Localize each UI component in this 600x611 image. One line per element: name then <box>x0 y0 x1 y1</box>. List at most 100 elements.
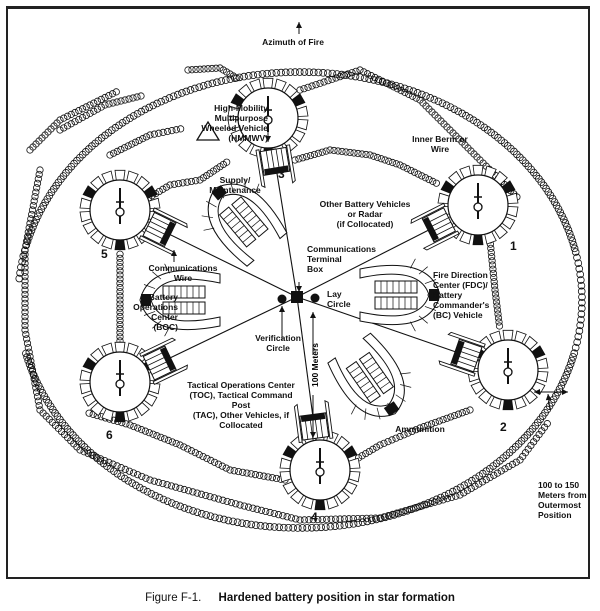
battery-operations-center-label: Battery Operations Center (BOC) <box>133 292 178 332</box>
communications-terminal-box <box>291 291 303 303</box>
verification-circle-label: Verification Circle <box>255 333 301 353</box>
howitzer-position-2 <box>438 329 549 411</box>
figure-frame <box>6 6 590 579</box>
position-1-number: 1 <box>510 239 517 253</box>
howitzer-position-6 <box>79 337 188 423</box>
howitzer-body-icon <box>263 115 273 125</box>
fdc-vehicles <box>359 258 441 332</box>
bay-wall <box>447 331 486 348</box>
outer-distance-pointer-arrow <box>545 393 552 411</box>
bay-wall <box>152 207 188 229</box>
hundred-meters-down-arrow <box>310 395 316 438</box>
howitzer-position-4 <box>279 399 361 511</box>
berm-block <box>211 185 228 201</box>
berm-segment <box>262 77 274 89</box>
triangle-marker-icon <box>195 120 221 141</box>
berm-segment <box>114 341 126 353</box>
inner-berm-label: Inner Berm or Wire <box>412 134 468 154</box>
bay-wall <box>324 399 334 439</box>
lay-circle-label: Lay Circle <box>327 289 351 309</box>
berm-segment <box>472 234 484 246</box>
hmmwv-bay <box>410 202 460 251</box>
hundred-meters-up-arrow <box>310 312 316 355</box>
vehicle-cab-icon <box>159 346 176 372</box>
other-vehicles-label: Other Battery Vehicles or Radar (if Coll… <box>319 199 411 229</box>
horseshoe-berm <box>207 183 288 267</box>
position-6-number: 6 <box>106 428 113 442</box>
verification-circle <box>277 294 287 304</box>
arrowhead-icon <box>265 136 271 142</box>
hmmwv-bay <box>255 144 296 189</box>
hmmwv-bay <box>138 207 188 255</box>
boc-vehicles <box>139 263 221 337</box>
berm-segment <box>114 239 126 251</box>
figure-number: Figure F-1. <box>145 592 202 604</box>
supply-maintenance-vehicles <box>201 179 288 267</box>
arrowhead-icon <box>310 432 316 438</box>
distance-left-arrow <box>534 389 545 395</box>
fdc-label: Fire Direction Center (FDC)/ Battery Com… <box>433 270 490 320</box>
berm-block <box>141 294 151 306</box>
bay-wall <box>293 403 303 444</box>
hundred-meters-label: 100 Meters <box>310 343 320 387</box>
comm-wire-arrow <box>171 250 177 262</box>
hmmwv-arrow <box>265 127 271 142</box>
support-vehicles <box>139 179 441 420</box>
terminal-box-arrow <box>296 282 302 292</box>
howitzer-body-icon <box>503 367 513 377</box>
vehicle-icon <box>231 196 269 238</box>
arrowhead-icon <box>279 306 285 312</box>
howitzer-position-3 <box>227 77 309 189</box>
arrowhead-icon <box>296 286 302 292</box>
arrowhead-icon <box>296 22 302 28</box>
vehicle-icon <box>358 351 395 395</box>
howitzer-body-icon <box>473 202 483 212</box>
vehicle-cab-icon <box>264 165 289 176</box>
hmmwv-bay <box>139 337 188 385</box>
bay-wall <box>410 202 446 225</box>
wire-layer <box>15 64 586 532</box>
vehicle-cab-icon <box>451 340 465 365</box>
annotation-arrows <box>171 22 568 438</box>
howitzer-body-icon <box>315 467 325 477</box>
berm-segment <box>114 169 126 181</box>
inner-wire-4-to-6 <box>85 409 289 484</box>
azimuth-arrow <box>296 22 302 34</box>
howitzer-body-icon <box>115 207 125 217</box>
horseshoe-berm <box>327 332 405 417</box>
vehicle-cab-icon <box>159 221 176 246</box>
berm-segment <box>472 164 484 176</box>
arrowhead-icon <box>534 389 540 395</box>
bay-wall <box>286 144 296 184</box>
berm-segment <box>502 329 514 341</box>
arrowhead-icon <box>310 312 316 318</box>
azimuth-of-fire-label: Azimuth of Fire <box>262 37 324 47</box>
berm-segment <box>114 411 126 423</box>
vehicle-icon <box>162 301 206 315</box>
inner-berm-outer-loop <box>21 166 551 524</box>
bay-wall <box>422 230 460 251</box>
ammunition-vehicles <box>327 332 412 420</box>
hmmwv-bay <box>293 399 334 444</box>
inner-wire-top-left <box>184 64 241 82</box>
bay-wall <box>438 360 476 377</box>
position-3-number: 3 <box>278 167 285 181</box>
outer-wire-segment <box>26 88 120 154</box>
position-2-number: 2 <box>500 420 507 434</box>
distance-right-arrow <box>545 389 568 395</box>
lay-circle <box>310 293 320 303</box>
arrowhead-icon <box>545 394 552 401</box>
position-5-number: 5 <box>101 247 108 261</box>
vehicle-icon <box>374 296 418 310</box>
ammunition-label: Ammunition <box>395 424 445 434</box>
howitzer-position-5 <box>79 169 188 255</box>
hmmwv-bay <box>438 331 486 377</box>
vehicle-icon <box>345 360 381 404</box>
position-4-number: 4 <box>311 510 318 524</box>
berm-segment <box>314 499 326 511</box>
figure-caption: Figure F-1. Hardened battery position in… <box>0 592 600 604</box>
berm-block <box>429 289 439 301</box>
arrowhead-icon <box>562 389 568 395</box>
inner-wire-3-to-1 <box>291 146 440 187</box>
